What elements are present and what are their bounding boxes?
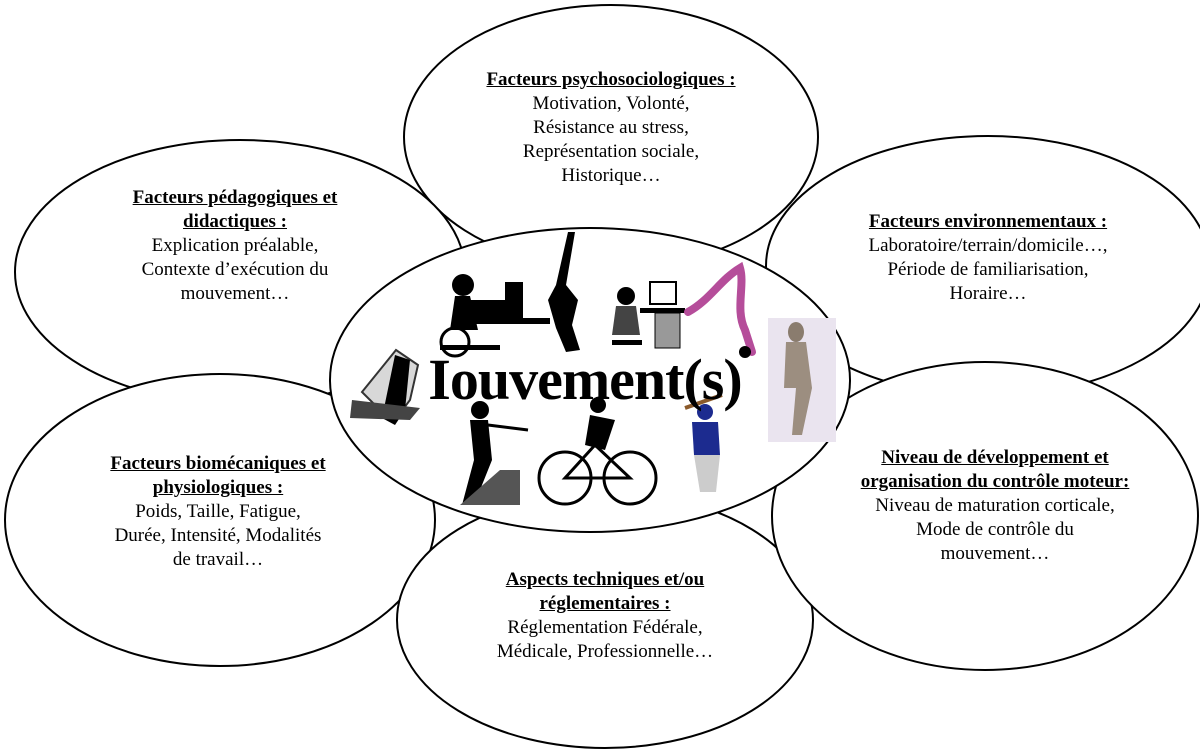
bubble-biomeca: [4, 373, 436, 667]
techniques-title: Aspects techniques et/ou réglementaires …: [505, 569, 705, 614]
dancer-figure: [350, 348, 420, 425]
techniques-body: Réglementation Fédérale, Médicale, Profe…: [496, 617, 714, 662]
psycho-title: Facteurs psychosociologiques :: [486, 69, 736, 90]
techniques-text: Aspects techniques et/ou réglementaires …: [445, 568, 765, 664]
diver-silhouette: [548, 232, 580, 352]
biomeca-body: Poids, Taille, Fatigue, Durée, Intensité…: [114, 501, 322, 570]
walking-man-figure: [768, 318, 836, 442]
developpement-title: Niveau de développement et organisation …: [860, 447, 1130, 492]
developpement-text: Niveau de développement et organisation …: [800, 446, 1190, 566]
cyclist-figure: [537, 397, 658, 506]
gymnast-figure: [684, 261, 756, 358]
bubble-developpement: [771, 361, 1199, 671]
pedago-text: Facteurs pédagogiques et didactiques : E…: [75, 186, 395, 306]
woman-fencer-figure: [460, 401, 529, 505]
biomeca-text: Facteurs biomécaniques et physiologiques…: [58, 452, 378, 572]
psycho-text: Facteurs psychosociologiques : Motivatio…: [431, 68, 791, 188]
environ-body: Laboratoire/terrain/domicile…, Période d…: [868, 235, 1108, 304]
center-label: Iouvement(s): [428, 347, 742, 412]
psycho-body: Motivation, Volonté, Résistance au stres…: [522, 93, 700, 186]
environ-title: Facteurs environnementaux :: [868, 211, 1108, 232]
pedago-title: Facteurs pédagogiques et didactiques :: [132, 187, 338, 232]
developpement-body: Niveau de maturation corticale, Mode de …: [875, 495, 1115, 564]
baseball-player-figure: [684, 393, 723, 492]
biomeca-title: Facteurs biomécaniques et physiologiques…: [110, 453, 326, 498]
wheelchair-office-figure: [439, 274, 550, 358]
environ-text: Facteurs environnementaux : Laboratoire/…: [805, 210, 1171, 306]
computer-user-figure: [612, 281, 685, 349]
pedago-body: Explication préalable, Contexte d’exécut…: [141, 235, 329, 304]
